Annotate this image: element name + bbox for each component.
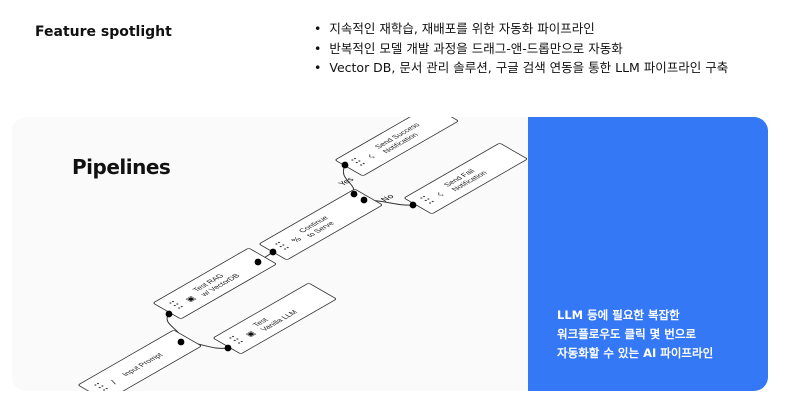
drag-handle-icon[interactable] bbox=[105, 387, 108, 390]
drag-handle-icon[interactable] bbox=[283, 248, 287, 250]
drag-handle-icon[interactable] bbox=[237, 342, 241, 344]
connector-port[interactable] bbox=[224, 344, 232, 352]
drag-handle-icon[interactable] bbox=[277, 241, 281, 244]
blue-panel-text: LLM 등에 필요한 복잡한 워크플로우도 클릭 몇 번으로 자동화할 수 있는… bbox=[557, 306, 713, 363]
node-input-prompt[interactable]: /Input Prompt bbox=[78, 330, 202, 391]
drag-handle-icon[interactable] bbox=[428, 202, 432, 204]
node-box bbox=[404, 143, 528, 214]
feature-item: 반복적인 모델 개발 과정을 드래그-앤-드롭만으로 자동화 bbox=[314, 39, 728, 59]
drag-handle-icon[interactable] bbox=[353, 157, 357, 160]
drag-handle-icon[interactable] bbox=[431, 200, 434, 203]
node-box bbox=[78, 330, 202, 391]
edge-label-yes: Yes bbox=[336, 176, 356, 187]
drag-handle-icon[interactable] bbox=[177, 307, 181, 309]
drag-handle-icon[interactable] bbox=[171, 300, 175, 303]
drag-handle-icon[interactable] bbox=[229, 337, 232, 339]
pipelines-title: Pipelines bbox=[72, 155, 171, 179]
feature-item: Vector DB, 문서 관리 솔루션, 구글 검색 연동을 통한 LLM 파… bbox=[314, 58, 728, 78]
edge-label-no: No bbox=[379, 193, 396, 203]
image-icon: ▣ bbox=[243, 330, 257, 338]
drag-handle-icon[interactable] bbox=[424, 199, 427, 202]
drag-handle-icon[interactable] bbox=[173, 304, 176, 307]
drag-handle-icon[interactable] bbox=[98, 386, 101, 389]
drag-handle-icon[interactable] bbox=[94, 384, 97, 386]
drag-handle-icon[interactable] bbox=[233, 339, 236, 342]
blue-panel-line: 자동화할 수 있는 AI 파이프라인 bbox=[557, 346, 714, 360]
drag-handle-icon[interactable] bbox=[180, 305, 183, 308]
drag-handle-icon[interactable] bbox=[176, 303, 179, 305]
drag-handle-icon[interactable] bbox=[351, 159, 354, 161]
node-box bbox=[335, 117, 459, 176]
bell-icon: ☇ bbox=[365, 153, 377, 160]
connector-port[interactable] bbox=[350, 190, 358, 198]
drag-handle-icon[interactable] bbox=[286, 246, 289, 249]
drag-handle-icon[interactable] bbox=[422, 195, 426, 198]
blue-panel-line: 워크플로우도 클릭 몇 번으로 bbox=[557, 327, 696, 341]
drag-handle-icon[interactable] bbox=[282, 244, 285, 246]
connector-port[interactable] bbox=[254, 258, 262, 266]
drag-handle-icon[interactable] bbox=[358, 160, 361, 162]
connector-port[interactable] bbox=[341, 161, 349, 169]
blue-panel: LLM 등에 필요한 복잡한 워크플로우도 클릭 몇 번으로 자동화할 수 있는… bbox=[528, 117, 768, 391]
bell-icon: ☇ bbox=[434, 191, 446, 198]
percent-icon: % bbox=[289, 236, 304, 244]
connector-port[interactable] bbox=[177, 338, 185, 346]
drag-handle-icon[interactable] bbox=[279, 245, 282, 248]
image-icon: ▣ bbox=[183, 295, 197, 303]
drag-handle-icon[interactable] bbox=[240, 340, 243, 343]
node-box bbox=[153, 248, 277, 319]
drag-handle-icon[interactable] bbox=[427, 198, 430, 200]
node-label: Test bbox=[250, 316, 271, 328]
connector-port[interactable] bbox=[409, 201, 417, 209]
drag-handle-icon[interactable] bbox=[362, 162, 365, 165]
drag-handle-icon[interactable] bbox=[359, 164, 363, 166]
drag-handle-icon[interactable] bbox=[231, 335, 235, 338]
drag-handle-icon[interactable] bbox=[236, 338, 239, 340]
drag-handle-icon[interactable] bbox=[275, 243, 278, 245]
drag-handle-icon[interactable] bbox=[101, 385, 104, 387]
drag-handle-icon[interactable] bbox=[169, 302, 172, 304]
connector-port[interactable] bbox=[360, 196, 368, 204]
cursor-icon: / bbox=[108, 379, 118, 385]
connector-port[interactable] bbox=[165, 310, 173, 318]
drag-handle-icon[interactable] bbox=[355, 161, 358, 164]
drag-handle-icon[interactable] bbox=[420, 197, 423, 199]
drag-handle-icon[interactable] bbox=[102, 389, 106, 391]
drag-handle-icon[interactable] bbox=[96, 382, 100, 385]
feature-spotlight-title: Feature spotlight bbox=[35, 24, 172, 40]
blue-panel-line: LLM 등에 필요한 복잡한 bbox=[557, 308, 680, 322]
connector-port[interactable] bbox=[269, 248, 277, 256]
feature-item: 지속적인 재학습, 재배포를 위한 자동화 파이프라인 bbox=[314, 19, 728, 39]
feature-list: 지속적인 재학습, 재배포를 위한 자동화 파이프라인 반복적인 모델 개발 과… bbox=[314, 19, 728, 78]
